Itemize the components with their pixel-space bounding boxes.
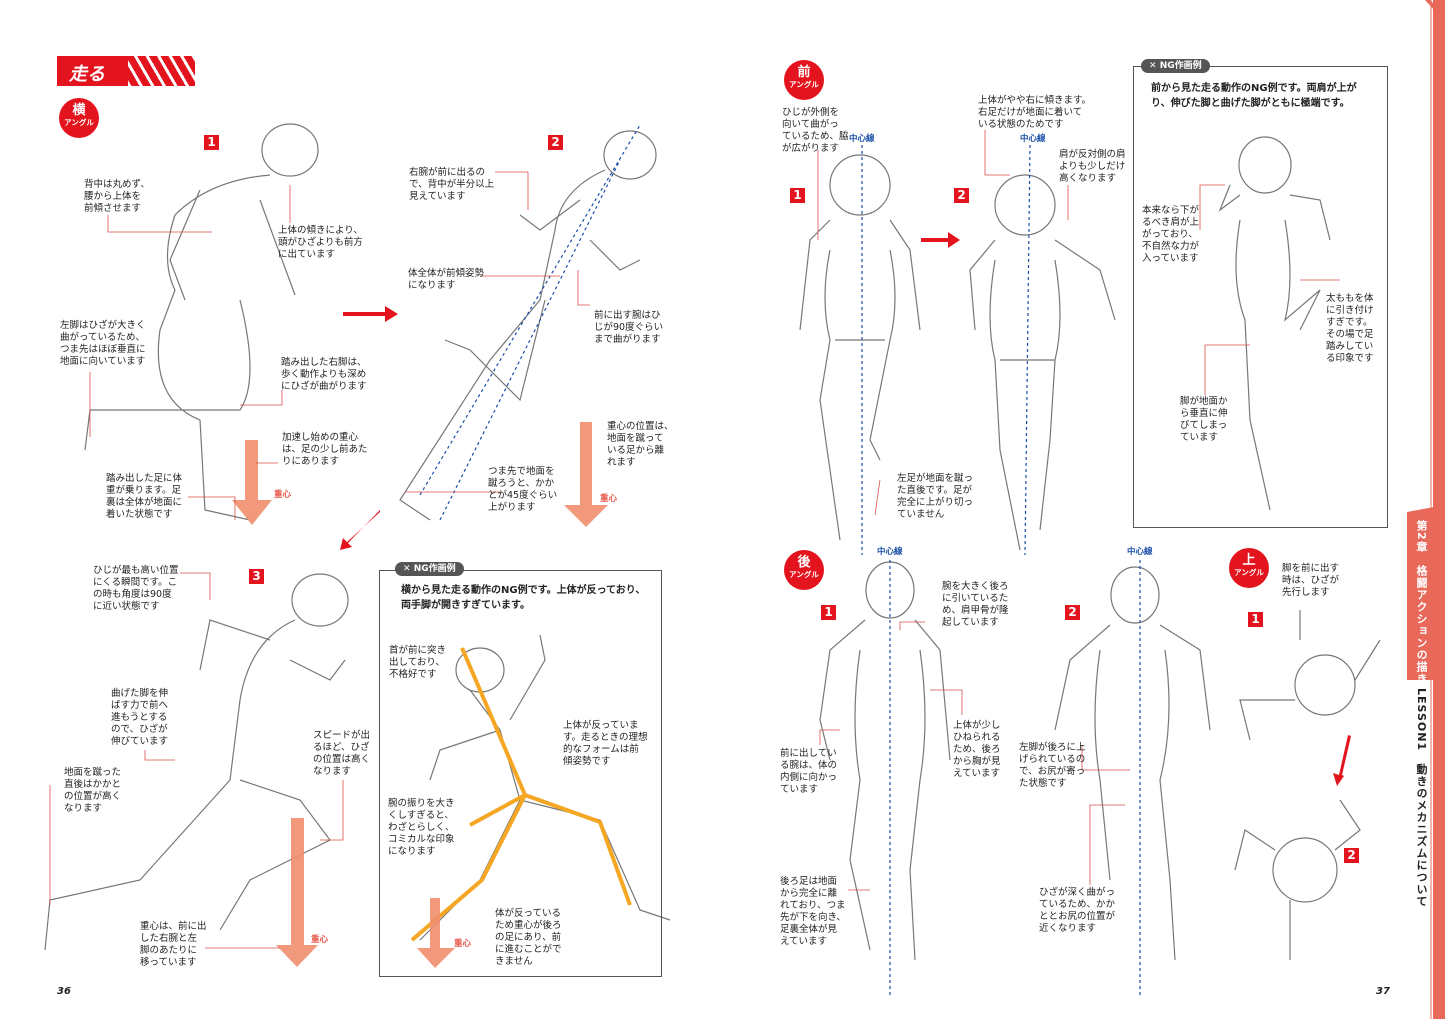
annotation: 首が前に突き 出しており、 不格好です — [389, 645, 447, 680]
gravity-arrows — [232, 422, 608, 968]
center-of-gravity-label: 重心 — [311, 935, 329, 945]
step-number: 1 — [821, 605, 836, 620]
annotation: 前に出す腕はひ じが90度ぐらい まで曲がります — [594, 310, 664, 345]
figure-front-2 — [969, 174, 1116, 551]
annotation: 上体の傾きにより、 頭がひざよりも前方 に出ています — [278, 225, 363, 260]
annotation: ひじが最も高い位置 にくる瞬間です。こ の時も角度は90度 に近い状態です — [93, 565, 179, 612]
center-lines — [419, 124, 1141, 995]
annotation: 腕を大きく後ろ に引いているた め、肩甲骨が隆 起しています — [942, 581, 1009, 628]
step-number: 1 — [204, 135, 219, 150]
center-of-gravity-label: 重心 — [274, 490, 292, 500]
angle-badge-side: 横アングル — [59, 98, 99, 138]
step-number: 3 — [249, 569, 264, 584]
annotation: 曲げた脚を伸 ばす力で前へ 進もうとする ので、ひざが 伸びています — [111, 688, 169, 747]
chapter-label: 第2章 格闘アクションの描き方 — [1415, 520, 1428, 697]
figure-back-2 — [1054, 566, 1211, 961]
annotation: 重心の位置は、 地面を蹴って いる足から離 れます — [607, 421, 674, 468]
figure-top-2 — [1234, 799, 1361, 960]
annotation: 加速し始めの重心 は、足の少し前あた りにあります — [282, 432, 368, 467]
step-number: 2 — [1065, 605, 1080, 620]
annotation: 前に出してい る腕は、体の 内側に向かっ ています — [780, 748, 838, 795]
annotation: 地面を蹴った 直後はかかと の位置が高く なります — [64, 767, 122, 814]
ng-description: 前から見た走る動作のNG例です。両肩が上が り、伸びた脚と曲げた脚がともに極端で… — [1151, 83, 1357, 109]
ng-header: ✕ NG作画例 — [395, 562, 464, 576]
ng-example-box-front — [1133, 66, 1388, 528]
lesson-label: LESSON1 動きのメカニズムについて — [1415, 688, 1428, 908]
annotation: 上体が反っていま す。走るときの理想 的なフォームは前 傾姿勢です — [563, 720, 648, 767]
annotation: 後ろ足は地面 から完全に離 れており、つま 先が下を向き、 足裏全体が見 えてい… — [780, 876, 846, 947]
angle-badge-top: 上アングル — [1229, 548, 1269, 588]
step-number: 1 — [790, 188, 805, 203]
annotation: 上体が少し ひねられる ため、後ろ から胸が見 えています — [953, 720, 1001, 779]
annotation: つま先で地面を 蹴ろうと、かか とが45度ぐらい 上がります — [488, 466, 558, 513]
annotation: スピードが出 るほど、ひざ の位置は高く なります — [313, 730, 371, 777]
annotation: ひじが外側を 向いて曲がっ ているため、脇 が広がります — [782, 107, 849, 154]
angle-badge-back: 後アングル — [784, 550, 824, 590]
center-of-gravity-label: 重心 — [454, 939, 472, 949]
center-line-label: 中心線 — [877, 547, 903, 557]
step-number: 1 — [1248, 612, 1263, 627]
annotation: 本来なら下が るべき肩が上 がっており、 不自然な力が 入っています — [1142, 205, 1200, 264]
ng-description: 横から見た走る動作のNG例です。上体が反っており、 両手脚が開きすぎています。 — [401, 585, 646, 611]
annotation: 脚を前に出す 時は、ひざが 先行します — [1282, 563, 1340, 598]
figure-side-1 — [84, 123, 319, 521]
annotation: ひざが深く曲がっ ているため、かか ととお尻の位置が 近くなります — [1039, 887, 1116, 934]
angle-badge-front: 前アングル — [784, 60, 824, 100]
annotation: 重心は、前に出 した右腕と左 脚のあたりに 移っています — [140, 921, 207, 968]
step-number: 2 — [1344, 848, 1359, 863]
annotation: 太ももを体 に引き付け すぎです。 その場で足 踏みしてい る印象です — [1326, 293, 1374, 364]
annotation: 右腕が前に出るの で、背中が半分以上 見えています — [409, 167, 495, 202]
title-stripes — [128, 56, 196, 86]
figure-front-1 — [799, 154, 921, 541]
annotation: 左脚が後ろに上 げられているの で、お尻が寄っ た状態です — [1019, 742, 1086, 789]
step-number: 2 — [954, 188, 969, 203]
figure-side-2 — [399, 130, 657, 521]
center-line-label: 中心線 — [1127, 547, 1153, 557]
figure-top-1 — [1239, 610, 1381, 741]
annotation: 背中は丸めず、 腰から上体を 前傾させます — [84, 179, 150, 214]
page-number: 37 — [1376, 986, 1390, 997]
figure-ng-front — [1218, 136, 1331, 511]
annotation: 腕の振りを大き くしすぎると、 わざとらしく、 コミカルな印象 になります — [388, 798, 455, 857]
annotation: 踏み出した右脚は、 歩く動作よりも深め にひざが曲がります — [281, 357, 367, 392]
chapter-side-tab: 第2章 格闘アクションの描き方 LESSON1 動きのメカニズムについて — [1405, 0, 1445, 1019]
sequence-arrows — [340, 232, 1351, 786]
step-number: 2 — [548, 135, 563, 150]
annotation: 脚が地面か ら垂直に伸 びてしまっ ています — [1180, 396, 1228, 443]
annotation: 左足が地面を蹴っ た直後です。足が 完全に上がり切っ ていません — [897, 473, 974, 520]
annotation: 左脚はひざが大きく 曲がっているため、 つま先はほぼ垂直に 地面に向いています — [60, 320, 146, 367]
figure-sketches — [44, 123, 1381, 961]
ng-header: ✕ NG作画例 — [1141, 59, 1210, 73]
annotation: 上体がやや右に傾きます。 右足だけが地面に着いて いる状態のためです — [978, 95, 1092, 130]
annotation: 踏み出した足に体 重が乗ります。足 裏は全体が地面に 着いた状態です — [106, 473, 183, 520]
annotation: 体が反っている ため重心が後ろ の足にあり、前 に進むことがで きません — [495, 908, 562, 967]
center-of-gravity-label: 重心 — [600, 494, 618, 504]
center-line-label: 中心線 — [849, 134, 875, 144]
center-line-label: 中心線 — [1020, 134, 1046, 144]
annotation: 肩が反対側の肩 よりも少しだけ 高くなります — [1059, 149, 1126, 184]
annotation: 体全体が前傾姿勢 になります — [408, 268, 485, 291]
leader-lines — [49, 130, 1340, 949]
ng-example-box-side — [379, 570, 662, 977]
page-number: 36 — [57, 986, 71, 997]
